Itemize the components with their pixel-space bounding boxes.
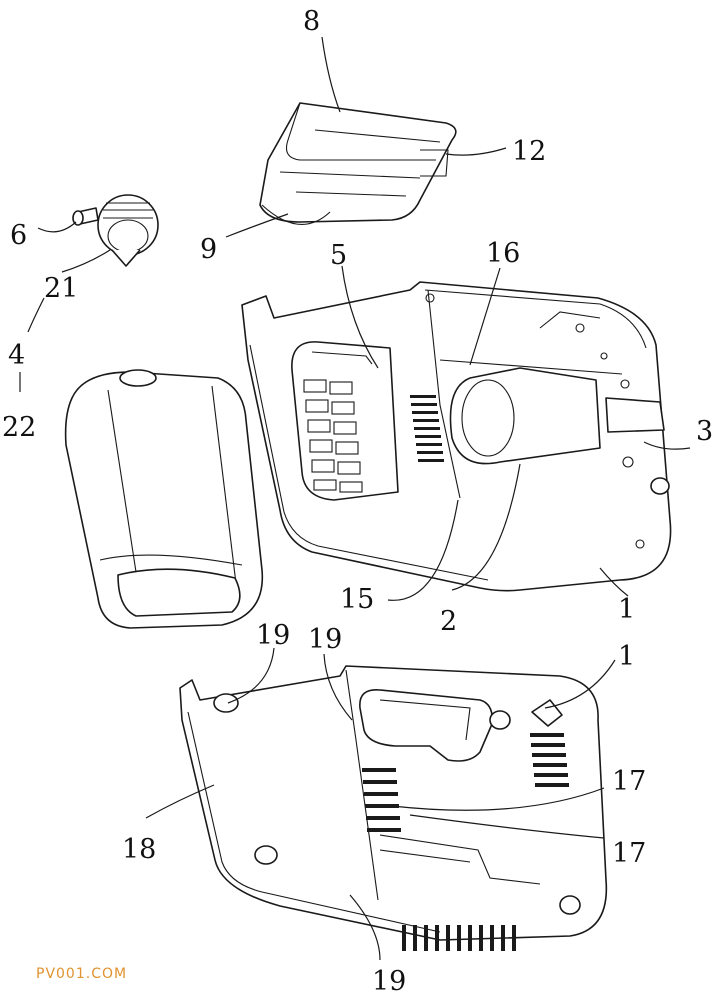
label-part-21: 21 xyxy=(44,273,78,304)
part-18-bottom-base xyxy=(179,665,608,941)
part-6-21-nozzle-cap xyxy=(72,194,159,267)
label-part-3: 3 xyxy=(696,416,713,447)
label-part-19-center: 19 xyxy=(308,624,342,655)
label-part-17-lower: 17 xyxy=(612,838,646,869)
leader-lines xyxy=(19,36,691,961)
base-front-vent-slots xyxy=(402,925,516,951)
base-side-vent-slots xyxy=(530,733,569,787)
label-part-6: 6 xyxy=(10,220,27,251)
part-1-main-housing xyxy=(241,281,672,592)
label-part-22: 22 xyxy=(2,412,36,443)
label-part-19-left: 19 xyxy=(256,620,290,651)
filter-grille-cells xyxy=(303,379,363,493)
label-part-16: 16 xyxy=(486,238,520,269)
label-part-1-lower: 1 xyxy=(618,641,635,672)
label-part-12: 12 xyxy=(512,136,546,167)
label-part-8: 8 xyxy=(303,6,320,37)
label-part-15: 15 xyxy=(340,584,374,615)
label-part-18: 18 xyxy=(122,834,156,865)
label-part-9: 9 xyxy=(200,234,217,265)
label-part-17-upper: 17 xyxy=(612,766,646,797)
label-part-1-upper: 1 xyxy=(618,594,635,625)
part-number-labels: 8 12 9 6 21 4 22 5 16 3 15 2 1 1 19 19 1… xyxy=(2,6,713,997)
part-22-water-bottle xyxy=(64,369,264,629)
label-part-19-bottom: 19 xyxy=(372,966,406,997)
base-inner-vent-slots xyxy=(362,768,401,832)
part-8-top-lid xyxy=(259,102,457,225)
housing-vent-slots xyxy=(410,395,444,462)
label-part-4: 4 xyxy=(8,340,25,371)
label-part-5: 5 xyxy=(330,240,347,271)
watermark-text: PV001.COM xyxy=(36,966,127,982)
label-part-2: 2 xyxy=(440,606,457,637)
